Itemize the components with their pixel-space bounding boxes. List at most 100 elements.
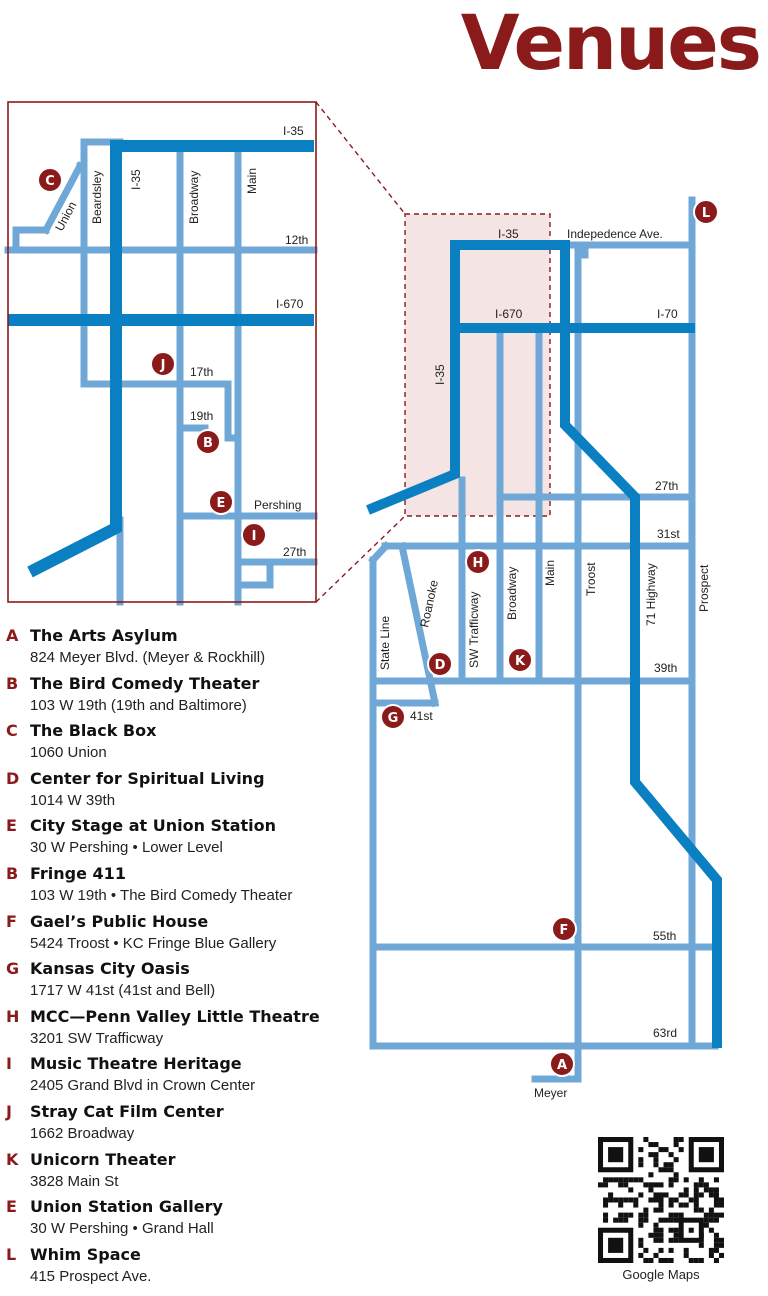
venue-name: The Bird Comedy Theater (30, 673, 260, 693)
venue-marker-f[interactable]: F (551, 916, 577, 942)
venue-address: 824 Meyer Blvd. (Meyer & Rockhill) (30, 649, 266, 666)
venue-letter: K (6, 1149, 19, 1169)
road-label-state-line: State Line (378, 616, 392, 670)
venue-marker-a[interactable]: A (549, 1051, 575, 1077)
venue-address: 103 W 19th (19th and Baltimore) (30, 696, 247, 714)
venue-letter: D (6, 768, 20, 788)
venue-marker-l[interactable]: L (693, 199, 719, 225)
road-label-63rd: 63rd (653, 1026, 677, 1040)
inset-label-i35-top: I-35 (283, 124, 304, 138)
inset-label-pershing: Pershing (254, 498, 301, 512)
venue-name: City Stage at Union Station (30, 816, 277, 836)
road-label-main: Main (543, 560, 557, 586)
inset-callout-line (315, 101, 406, 215)
svg-text:C: C (45, 174, 55, 189)
venue-name: Kansas City Oasis (30, 959, 190, 979)
venue-marker-b[interactable]: B (195, 429, 221, 455)
page-title: Venues (460, 0, 762, 87)
venue-address: 1717 W 41st (41st and Bell) (30, 982, 216, 1000)
venue-marker-c[interactable]: C (37, 167, 63, 193)
road-label-41st: 41st (410, 709, 433, 723)
venue-item[interactable]: H MCC—Penn Valley Little Theatre 3201 SW T… (6, 1005, 366, 1053)
svg-text:J: J (160, 358, 166, 373)
venue-address: 5424 Troost • KC Fringe Blue Gallery (30, 934, 277, 952)
venue-item[interactable]: A The Arts Asylum 824 Meyer Blvd. (Meyer &… (6, 624, 366, 672)
venue-marker-k[interactable]: K (507, 647, 533, 673)
road-label-roanoke: Roanoke (417, 578, 441, 628)
venue-name: The Black Box (30, 721, 157, 741)
venue-letter: F (6, 911, 17, 931)
svg-text:B: B (203, 436, 213, 451)
venue-name: Center for Spiritual Living (30, 768, 265, 788)
road-label-troost: Troost (584, 562, 598, 596)
road-label-meyer: Meyer (534, 1086, 567, 1100)
venue-address: 3201 SW Trafficway (30, 1029, 164, 1047)
venue-address: 103 W 19th • The Bird Comedy Theater (30, 886, 293, 904)
road-label-prospect: Prospect (697, 564, 711, 612)
venue-marker-d[interactable]: D (427, 651, 453, 677)
venue-name: Stray Cat Film Center (30, 1101, 224, 1121)
venue-item[interactable]: I Music Theatre Heritage 2405 Grand Blvd i… (6, 1052, 366, 1100)
venue-address: 2405 Grand Blvd in Crown Center (30, 1077, 256, 1095)
inset-label-i35-vertical: I-35 (129, 169, 143, 190)
venue-address: 1014 W 39th (30, 791, 116, 809)
venue-item[interactable]: J Stray Cat Film Center 1662 Broadway (6, 1100, 366, 1148)
inset-label-19th: 19th (190, 409, 213, 423)
venue-letter: A (6, 626, 19, 645)
venue-marker-g[interactable]: G (380, 704, 406, 730)
road-label-55th: 55th (653, 929, 676, 943)
road-label-31st: 31st (657, 527, 680, 541)
venue-item[interactable]: D Center for Spiritual Living 1014 W 39th (6, 767, 366, 815)
inset-label-main: Main (245, 168, 259, 194)
venue-name: The Arts Asylum (30, 626, 178, 645)
inset-label-broadway: Broadway (187, 171, 201, 224)
road-label-71-highway: 71 Highway (644, 563, 658, 626)
venue-letter: H (6, 1006, 20, 1026)
venue-name: Fringe 411 (30, 863, 126, 883)
venue-marker-h[interactable]: H (465, 549, 491, 575)
svg-text:K: K (515, 654, 526, 669)
road-label-i70: I-70 (657, 307, 678, 321)
venue-item[interactable]: C The Black Box 1060 Union (6, 719, 366, 767)
venue-marker-e[interactable]: E (208, 489, 234, 515)
venue-list: A The Arts Asylum 824 Meyer Blvd. (Meyer &… (6, 624, 366, 1290)
inset-label-27th: 27th (283, 545, 306, 559)
qr-code-icon[interactable] (598, 1137, 724, 1263)
inset-highways (8, 140, 314, 578)
venue-item[interactable]: G Kansas City Oasis 1717 W 41st (41st and … (6, 957, 366, 1005)
venue-letter: C (6, 721, 18, 741)
venue-name: MCC—Penn Valley Little Theatre (30, 1006, 320, 1026)
highways (366, 240, 722, 1048)
svg-text:G: G (388, 711, 399, 726)
venue-address: 30 W Pershing • Lower Level (30, 839, 223, 857)
road-label-27th: 27th (655, 479, 678, 493)
venue-marker-j[interactable]: J (150, 351, 176, 377)
venue-letter: J (6, 1101, 12, 1121)
inset-local-roads (4, 138, 318, 606)
inset-callout-line (315, 515, 406, 603)
venue-name: Whim Space (30, 1244, 141, 1264)
inset-highlight-area (404, 213, 551, 517)
venue-name: Unicorn Theater (30, 1149, 176, 1169)
svg-text:H: H (473, 556, 484, 571)
road-label-i35-top: I-35 (498, 227, 519, 241)
venue-letter: G (6, 959, 20, 979)
venue-marker-i[interactable]: I (241, 522, 267, 548)
venue-address: 1662 Broadway (30, 1124, 135, 1142)
venue-address: 1060 Union (30, 744, 107, 762)
qr-caption: Google Maps (622, 1267, 700, 1282)
road-label-i670: I-670 (495, 307, 523, 321)
venue-name: Music Theatre Heritage (30, 1054, 242, 1074)
svg-text:I: I (252, 529, 257, 544)
inset-label-17th: 17th (190, 365, 213, 379)
inset-label-beardsley: Beardsley (90, 171, 104, 224)
venue-letter: I (6, 1054, 12, 1074)
